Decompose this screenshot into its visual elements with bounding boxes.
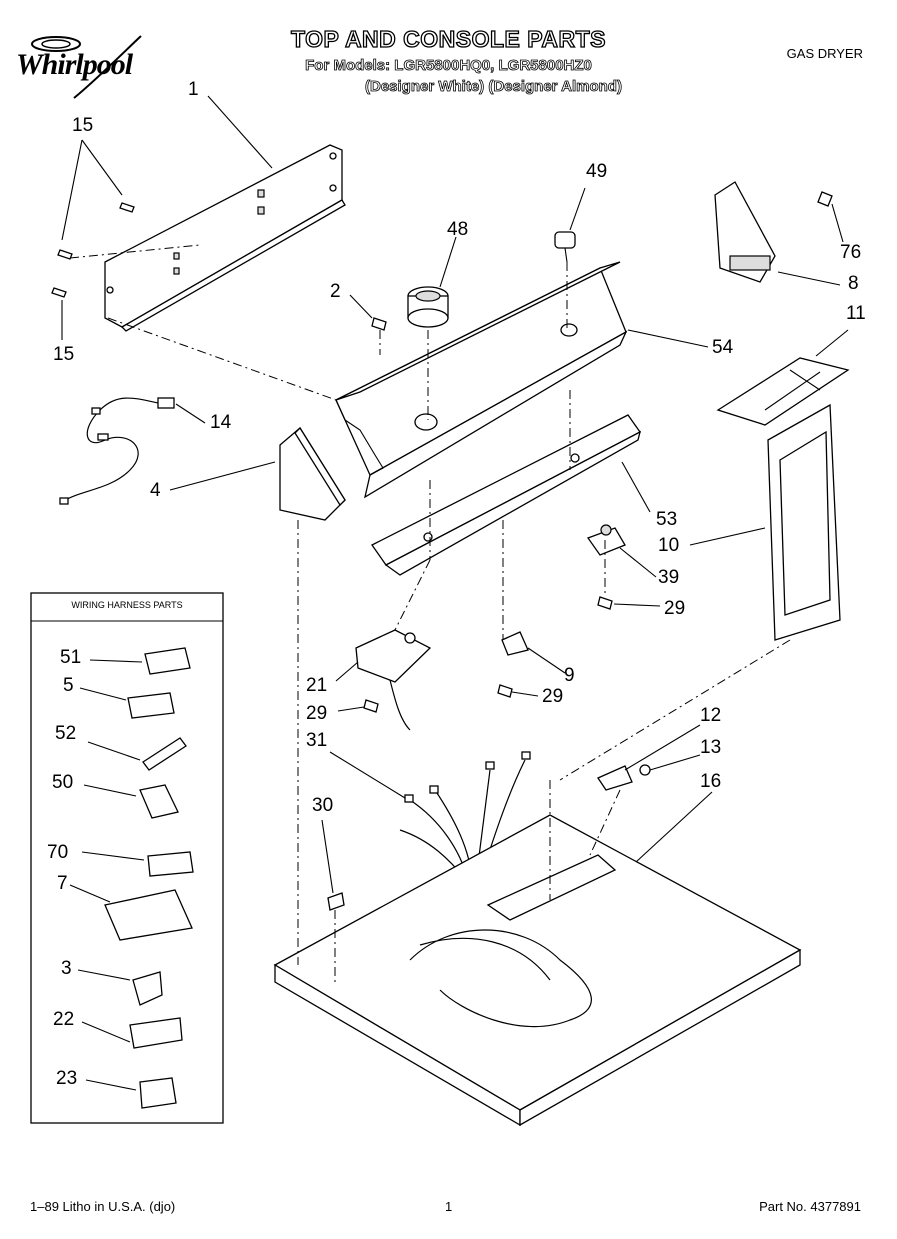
- part-48-knob: [407, 286, 449, 328]
- callout-51: 51: [60, 647, 82, 668]
- part-1-bracket: [104, 144, 346, 332]
- part-54-console: [335, 261, 628, 499]
- part-9-switch: [501, 631, 529, 656]
- part-39: [586, 524, 626, 556]
- callout-50: 50: [52, 772, 74, 793]
- part-8-bracket: [714, 181, 776, 283]
- callout-30: 30: [312, 795, 334, 816]
- product-type: GAS DRYER: [786, 46, 863, 61]
- footer-part-number: Part No. 4377891: [759, 1199, 861, 1214]
- callout-4: 4: [150, 480, 161, 501]
- screw-15-group: [51, 202, 135, 298]
- callout-53: 53: [656, 509, 678, 530]
- callout-52: 52: [55, 723, 77, 744]
- footer-litho: 1–89 Litho in U.S.A. (djo): [30, 1199, 176, 1214]
- callout-2: 2: [330, 281, 341, 302]
- brand-name: Whirlpool: [16, 48, 133, 81]
- callout-21: 21: [306, 675, 328, 696]
- page-title: TOP AND CONSOLE PARTS: [290, 25, 607, 52]
- callout-14: 14: [210, 412, 232, 433]
- callout-10: 10: [658, 535, 680, 556]
- callout-29-mid: 29: [542, 686, 564, 707]
- callout-3: 3: [61, 958, 72, 979]
- part-49-knob: [554, 231, 576, 263]
- callout-48: 48: [447, 219, 469, 240]
- callout-39: 39: [658, 567, 680, 588]
- callout-49: 49: [586, 161, 608, 182]
- callout-13: 13: [700, 737, 722, 758]
- callout-5: 5: [63, 675, 74, 696]
- colors-line: (Designer White) (Designer Almond): [365, 78, 623, 96]
- callout-16: 16: [700, 771, 722, 792]
- callout-9: 9: [564, 665, 575, 686]
- part-4-end-cap: [279, 426, 346, 521]
- screw-29a: [597, 596, 613, 610]
- callout-8: 8: [848, 273, 859, 294]
- whirlpool-logo: Whirlpool: [16, 30, 178, 100]
- leader-lines: [61, 95, 849, 894]
- part-53-channel: [371, 414, 641, 576]
- assembly-lines: [69, 244, 791, 985]
- harness-box-title: WIRING HARNESS PARTS: [71, 600, 183, 610]
- callout-76: 76: [840, 242, 862, 263]
- wiring-harness-box: [30, 592, 224, 1124]
- callout-29-left: 29: [306, 703, 328, 724]
- models-line: For Models: LGR5800HQ0, LGR5800HZ0: [305, 57, 593, 75]
- part-14-harness: [59, 397, 175, 505]
- callout-23: 23: [56, 1068, 78, 1089]
- callout-29-right: 29: [664, 598, 686, 619]
- callout-70: 70: [47, 842, 69, 863]
- part-10-frame: [767, 403, 841, 641]
- footer-page-number: 1: [445, 1199, 453, 1214]
- screw-76: [817, 191, 833, 207]
- callout-31: 31: [306, 730, 328, 751]
- callout-7: 7: [57, 873, 68, 894]
- callout-22: 22: [53, 1009, 75, 1030]
- part-21-timer: [355, 629, 432, 731]
- callout-11: 11: [846, 303, 866, 324]
- part-30: [327, 892, 345, 911]
- screw-29b: [363, 699, 379, 713]
- part-13: [639, 764, 651, 776]
- callout-12: 12: [700, 705, 722, 726]
- screw-29c: [497, 684, 513, 698]
- part-12: [597, 765, 633, 791]
- callout-54: 54: [712, 337, 734, 358]
- callout-15-top: 15: [72, 115, 94, 136]
- callout-15-bottom: 15: [53, 344, 75, 365]
- part-16-top: [273, 814, 802, 1127]
- callout-1: 1: [188, 79, 199, 100]
- screw-2: [371, 317, 387, 331]
- part-11-bezel: [716, 357, 850, 426]
